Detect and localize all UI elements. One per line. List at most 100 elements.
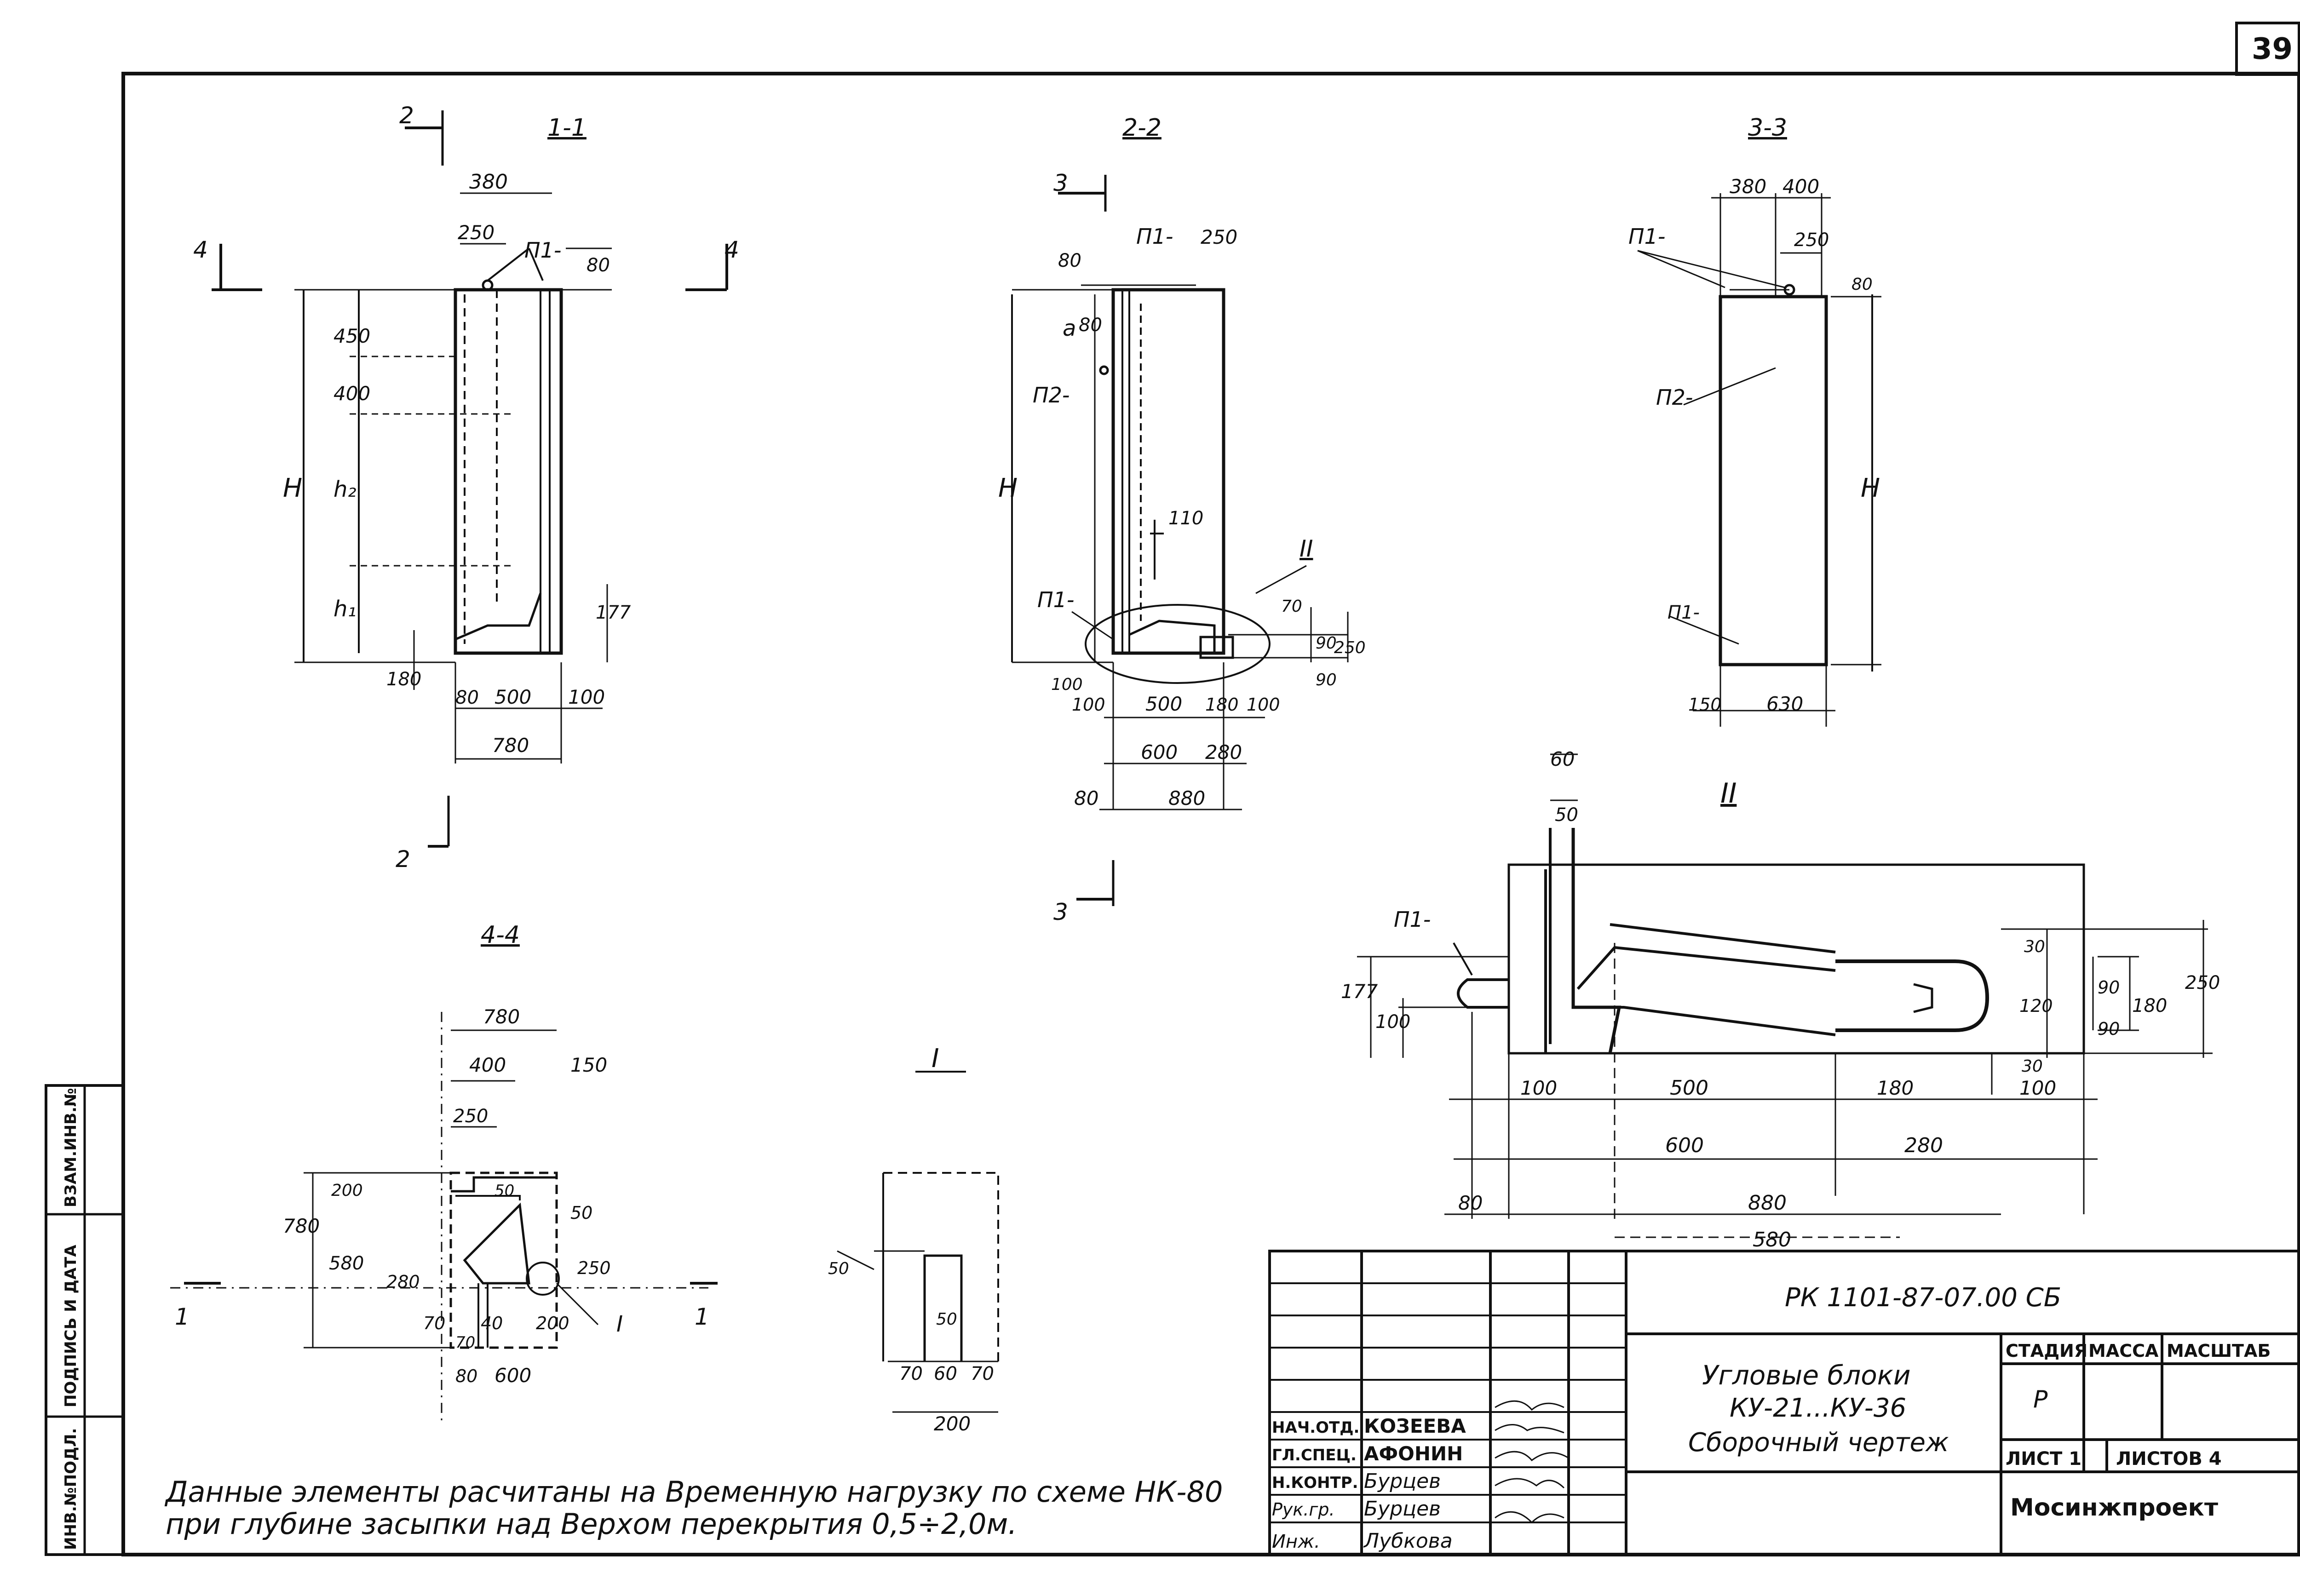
sheets-label: ЛИСТОВ 4: [2116, 1448, 2222, 1470]
name-1: АФОНИН: [1364, 1442, 1463, 1465]
label-p1: П1-: [524, 238, 561, 263]
dI-60: 60: [934, 1363, 957, 1384]
view-1-1: [212, 110, 728, 848]
role-0: НАЧ.ОТД.: [1272, 1418, 1359, 1437]
cut-mark-1-right: 1: [695, 1303, 709, 1330]
cut-mark-2-bottom: 2: [396, 846, 410, 873]
dim-380: 380: [469, 170, 508, 194]
d44-780a: 780: [483, 1005, 520, 1028]
label-p1-II: П1-: [1394, 907, 1431, 932]
cut-mark-3-top: 3: [1053, 170, 1068, 196]
title-line-2: КУ-21...КУ-36: [1730, 1393, 1906, 1423]
d22-100a: 100: [1051, 675, 1083, 694]
label-p2-22: П2-: [1033, 383, 1070, 408]
side-stamp-replace-inv: ВЗАМ.ИНВ.№: [62, 1088, 80, 1207]
view-II: [1357, 753, 2213, 1238]
dII-50: 50: [1555, 804, 1578, 826]
dII-280: 280: [1904, 1134, 1943, 1157]
d33-80: 80: [1852, 275, 1873, 294]
cut-mark-4-left: 4: [193, 236, 208, 263]
view-4-4: [170, 1012, 718, 1426]
d22-250: 250: [1201, 226, 1237, 248]
d44-580: 580: [329, 1253, 364, 1274]
mass-header: МАССА: [2088, 1341, 2159, 1361]
d22-280: 280: [1205, 741, 1242, 764]
name-3: Бурцев: [1364, 1497, 1441, 1521]
role-4: Инж.: [1272, 1531, 1320, 1552]
d44-40: 40: [481, 1313, 503, 1333]
d22-90a: 90: [1316, 634, 1337, 653]
dI-70a: 70: [899, 1363, 923, 1384]
dII-30a: 30: [2024, 937, 2045, 956]
d22-70: 70: [1281, 597, 1302, 616]
dim-80-top: 80: [586, 255, 610, 276]
title-line-3: Сборочный чертеж: [1688, 1428, 1949, 1458]
dim-780: 780: [492, 734, 529, 757]
scale-header: МАСШТАБ: [2167, 1341, 2271, 1361]
page-number-box: [2235, 22, 2300, 76]
doc-code: РК 1101-87-07.00 СБ: [1785, 1283, 2061, 1313]
view-2-2-title: 2-2: [1122, 114, 1162, 142]
view-2-2: [1011, 175, 1349, 906]
stage-value: Р: [2033, 1386, 2048, 1413]
label-p1-22-bot: П1-: [1037, 587, 1074, 612]
dII-100b: 100: [2019, 1077, 2056, 1099]
d22-100b: 100: [1072, 695, 1105, 715]
dim-500: 500: [494, 686, 531, 708]
dI-50b: 50: [936, 1310, 957, 1329]
dII-120: 120: [2019, 996, 2053, 1016]
dim-h1: h₁: [334, 596, 356, 622]
dII-90a: 90: [2098, 977, 2120, 998]
title-block-grid: [1268, 1250, 2300, 1556]
title-line-1: Угловые блоки: [1702, 1360, 1911, 1391]
d44-50b: 50: [570, 1203, 592, 1223]
view-II-title: II: [1720, 777, 1736, 809]
dII-177: 177: [1341, 980, 1378, 1003]
note-line-2: при глубине засыпки над Верхом перекрыти…: [166, 1507, 1017, 1541]
d44-780b: 780: [283, 1215, 320, 1237]
d44-250: 250: [453, 1106, 488, 1127]
d22-880: 880: [1168, 787, 1205, 809]
cut-mark-3-bottom: 3: [1053, 899, 1068, 925]
detail-I-mark: I: [616, 1311, 623, 1337]
d22-500: 500: [1145, 693, 1182, 715]
dII-880: 880: [1748, 1191, 1787, 1215]
dII-30b: 30: [2022, 1057, 2043, 1076]
d22-600: 600: [1141, 741, 1178, 764]
dII-600: 600: [1665, 1134, 1704, 1157]
dim-H-22: Н: [998, 473, 1018, 503]
d33-380: 380: [1730, 175, 1766, 198]
dim-177: 177: [596, 602, 631, 623]
d33-400: 400: [1782, 175, 1819, 198]
d44-70b: 70: [455, 1333, 475, 1352]
d22-80c: 80: [1074, 787, 1098, 809]
detail-II-mark: II: [1300, 535, 1313, 562]
dim-H-33: Н: [1861, 473, 1880, 503]
dim-450: 450: [334, 325, 370, 347]
view-3-3: [1637, 193, 1881, 727]
dim-H: Н: [283, 473, 302, 503]
stage-header: СТАДИЯ: [2006, 1341, 2087, 1361]
dI-70b: 70: [971, 1363, 994, 1384]
role-1: ГЛ.СПЕЦ.: [1272, 1446, 1357, 1464]
d44-200: 200: [331, 1181, 363, 1200]
name-4: Лубкова: [1363, 1529, 1453, 1553]
sheet-label: ЛИСТ 1: [2006, 1448, 2082, 1470]
d22-180: 180: [1205, 695, 1239, 715]
dII-500: 500: [1670, 1076, 1708, 1100]
d44-200b: 200: [536, 1313, 569, 1333]
label-p2-33: П2-: [1656, 385, 1693, 410]
dII-580: 580: [1753, 1228, 1791, 1252]
d22-250b: 250: [1334, 638, 1366, 657]
dim-180: 180: [386, 669, 421, 690]
view-1-1-title: 1-1: [547, 114, 586, 142]
d22-80a: 80: [1058, 250, 1081, 271]
dII-90b: 90: [2098, 1019, 2120, 1039]
cut-mark-2-top: 2: [399, 102, 414, 129]
d44-250b: 250: [577, 1258, 611, 1278]
dim-a-22: a: [1063, 316, 1076, 341]
role-2: Н.КОНТР.: [1272, 1474, 1358, 1492]
note-line-1: Данные элементы расчитаны на Временную н…: [164, 1475, 1223, 1509]
side-stamp-sign-date: ПОДПИСЬ И ДАТА: [62, 1245, 80, 1407]
